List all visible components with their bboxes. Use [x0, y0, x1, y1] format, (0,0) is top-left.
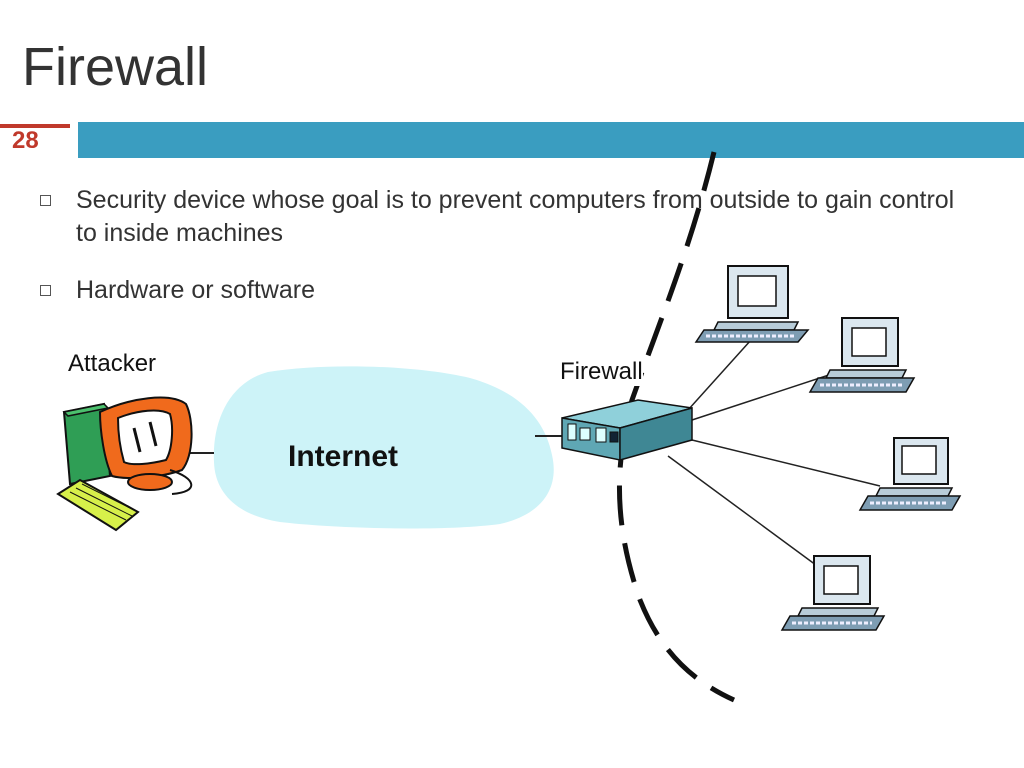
bullet-text: Hardware or software	[76, 276, 315, 304]
pc-link-4	[667, 455, 821, 569]
firewall-boundary	[616, 151, 736, 703]
internet-cloud	[213, 366, 554, 529]
bullet-list: Security device whose goal is to prevent…	[40, 184, 980, 331]
bullet-square-icon	[40, 285, 51, 296]
slide-number: 28	[0, 124, 70, 158]
attacker-computer-icon	[56, 396, 193, 532]
internal-pc-icon	[808, 317, 916, 393]
internal-pc-icon	[694, 265, 810, 343]
slide-number-text: 28	[12, 127, 39, 154]
pc-link-2	[691, 371, 839, 421]
pc-link-3	[691, 439, 881, 487]
slide-title: Firewall	[22, 37, 209, 97]
internal-pc-icon	[858, 437, 962, 511]
internal-pc-icon	[780, 555, 886, 631]
bullet-text: Security device whose goal is to prevent…	[76, 186, 955, 247]
bullet-square-icon	[40, 195, 51, 206]
slide-number-rule	[0, 124, 70, 128]
firewall-label: Firewall	[560, 358, 643, 386]
bullet-item: Security device whose goal is to prevent…	[40, 184, 980, 250]
pc-link-1	[687, 329, 761, 411]
bullet-item: Hardware or software	[40, 274, 980, 307]
attacker-label: Attacker	[68, 350, 157, 377]
internet-label: Internet	[288, 440, 399, 473]
firewall-server-icon	[561, 399, 693, 461]
header-accent-bar	[78, 122, 1024, 158]
